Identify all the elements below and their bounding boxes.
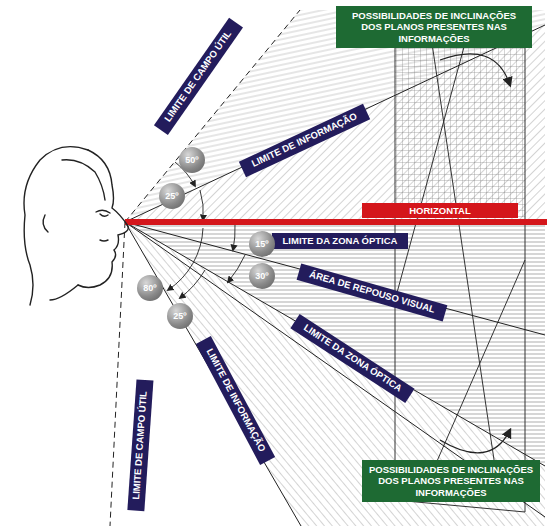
info-plane-box: POSSIBILIDADES DE INCLINAÇÕES DOS PLANOS… [336, 6, 532, 48]
label-text: POSSIBILIDADES DE INCLINAÇÕES DOS PLANOS… [342, 10, 526, 44]
horizontal-label: HORIZONTAL [362, 203, 518, 218]
label-text: LIMITE DE CAMPO ÚTIL [130, 390, 149, 499]
angle-value: 50º [185, 155, 198, 165]
grid-plane [395, 22, 525, 217]
angle-badge: 50º [179, 147, 205, 173]
sight-lines [110, 10, 545, 526]
angle-value: 80º [143, 283, 156, 293]
label-text: POSSIBILIDADES DE INCLINAÇÕES DOS PLANOS… [368, 464, 534, 498]
horizontal-bar [125, 219, 547, 225]
angle-value: 25º [165, 191, 178, 201]
plane-frame [395, 12, 525, 512]
label-text: LIMITE DA ZONA ÓPTICA [283, 235, 398, 246]
angle-arcs [168, 162, 245, 298]
head-profile [24, 147, 128, 305]
angle-badge: 80º [137, 275, 163, 301]
angle-value: 25º [173, 311, 186, 321]
angle-badge: 25º [167, 303, 193, 329]
info-plane-box: POSSIBILIDADES DE INCLINAÇÕES DOS PLANOS… [362, 460, 540, 502]
angle-badge: 25º [159, 183, 185, 209]
angle-badge: 30º [249, 263, 275, 289]
limit-band: LIMITE DE CAMPO ÚTIL [127, 379, 153, 511]
rotation-arrows [440, 54, 510, 453]
label-text: HORIZONTAL [409, 205, 471, 216]
angle-badge: 15º [249, 231, 275, 257]
angle-value: 30º [255, 271, 268, 281]
angle-value: 15º [255, 239, 268, 249]
limit-band: LIMITE DA ZONA ÓPTICA [272, 233, 409, 250]
hatch-wedge [125, 222, 545, 526]
